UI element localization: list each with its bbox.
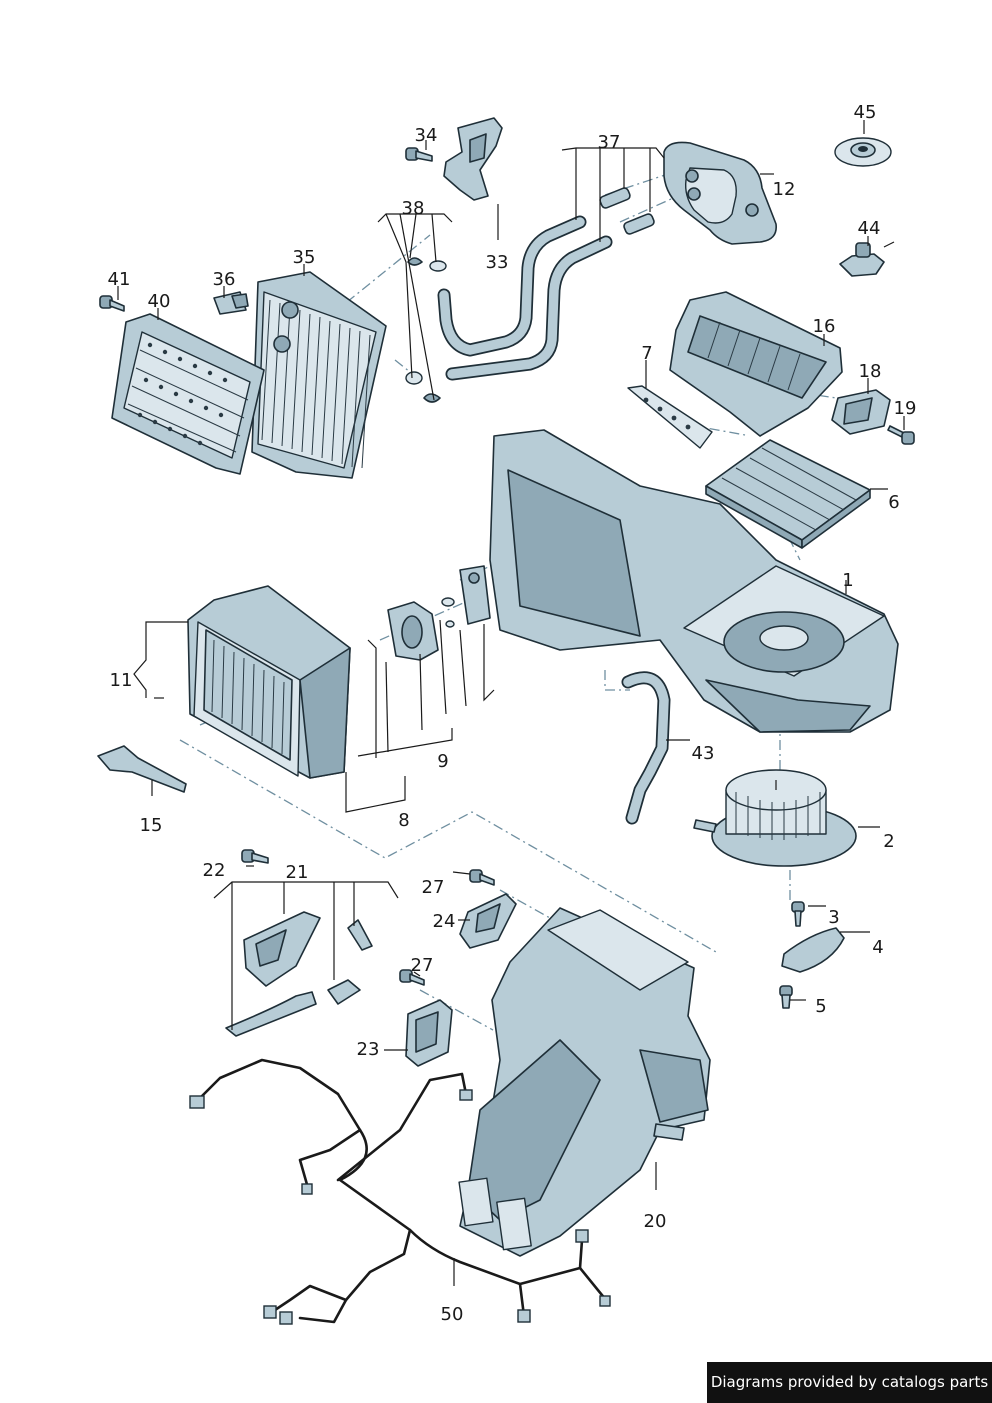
label-36: 36 <box>213 269 236 290</box>
label-9: 9 <box>437 751 448 772</box>
part-19-screw <box>887 425 915 445</box>
part-36-bracket <box>213 291 249 315</box>
part-33-bracket <box>443 117 503 201</box>
part-35-heat-exchanger <box>251 271 387 479</box>
label-7: 7 <box>641 343 652 364</box>
label-40: 40 <box>148 291 171 312</box>
part-5-screw <box>779 985 793 1009</box>
part-43-drain-hose <box>621 671 671 825</box>
part-7-seal <box>627 385 713 449</box>
part-6-dust-filter <box>705 439 871 549</box>
part-27-screw-lower <box>399 969 425 986</box>
part-23-servomotor <box>405 999 453 1067</box>
label-24: 24 <box>433 911 456 932</box>
label-1: 1 <box>842 570 853 591</box>
part-2-blower-motor <box>693 769 857 867</box>
part-22-screw <box>241 849 269 864</box>
part-45-flange-nut <box>834 137 892 167</box>
label-12: 12 <box>773 179 796 200</box>
label-18: 18 <box>859 361 882 382</box>
label-44: 44 <box>858 218 881 239</box>
label-15: 15 <box>140 815 163 836</box>
part-34-screw <box>405 147 433 162</box>
part-9-expansion-valve <box>387 565 491 661</box>
label-35: 35 <box>293 247 316 268</box>
label-41: 41 <box>108 269 131 290</box>
part-12-seal-plate <box>663 141 777 245</box>
part-20-heater-housing <box>458 907 711 1257</box>
leader-lines <box>117 120 905 1286</box>
label-22: 22 <box>203 860 226 881</box>
label-3: 3 <box>828 907 839 928</box>
label-16: 16 <box>813 316 836 337</box>
label-33: 33 <box>486 252 509 273</box>
label-6: 6 <box>888 492 899 513</box>
label-37: 37 <box>598 132 621 153</box>
part-18-actuator <box>831 389 891 435</box>
part-21-actuator-linkage <box>225 911 373 1037</box>
part-4-cover <box>781 927 845 973</box>
part-11-evaporator <box>187 585 351 779</box>
label-27-upper: 27 <box>422 877 445 898</box>
label-4: 4 <box>872 937 883 958</box>
label-19: 19 <box>894 398 917 419</box>
label-43: 43 <box>692 743 715 764</box>
part-37-pipe-fittings <box>599 187 655 235</box>
callout-labels: 1 2 3 4 5 6 7 8 9 11 12 15 16 18 19 20 2… <box>108 102 917 1325</box>
label-21: 21 <box>286 862 309 883</box>
refrigerant-pipes <box>437 215 613 381</box>
label-20: 20 <box>644 1211 667 1232</box>
label-8: 8 <box>398 810 409 831</box>
part-41-screw <box>99 295 125 312</box>
part-24-servomotor <box>459 893 517 949</box>
credits-banner: Diagrams provided by catalogs parts <box>707 1362 992 1403</box>
label-2: 2 <box>883 831 894 852</box>
label-34: 34 <box>415 125 438 146</box>
label-5: 5 <box>815 996 826 1017</box>
label-50: 50 <box>441 1304 464 1325</box>
part-40-heater-frame <box>111 313 265 475</box>
part-27-screw-upper <box>469 869 495 886</box>
part-16-flap-housing <box>669 291 843 437</box>
label-38: 38 <box>402 198 425 219</box>
part-50-wiring-harness <box>189 1058 611 1325</box>
part-44-retaining-clip <box>839 241 895 277</box>
label-11: 11 <box>110 670 133 691</box>
label-45: 45 <box>854 102 877 123</box>
label-23: 23 <box>357 1039 380 1060</box>
part-1-blower-housing <box>489 429 899 733</box>
part-3-screw <box>791 901 805 927</box>
label-27-lower: 27 <box>411 955 434 976</box>
part-15-temperature-sensor <box>97 745 187 793</box>
part-38-seal-rings <box>405 257 447 403</box>
